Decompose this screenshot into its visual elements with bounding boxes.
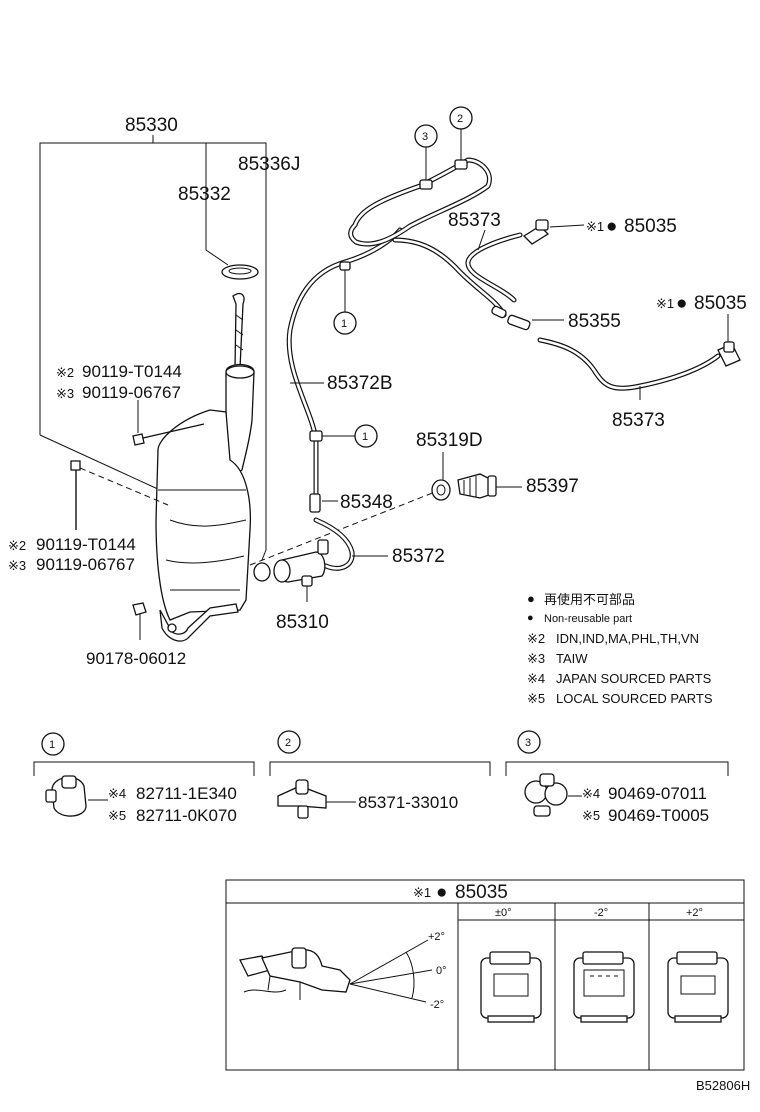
legend: ● 再使用不可部品 ● Non-reusable part ※2 IDN,IND… [527, 591, 713, 706]
label-82711-0K070[interactable]: 82711-0K070 [136, 806, 237, 825]
sensor-85397: 85397 [457, 473, 579, 499]
dot-b: ● [676, 293, 687, 314]
label-85310[interactable]: 85310 [276, 612, 329, 633]
label-90469-07011[interactable]: 90469-07011 [608, 784, 707, 803]
legend-nonreusable-en: Non-reusable part [544, 613, 632, 625]
bolt-90178: 90178-06012 [86, 602, 186, 668]
bolt-lower: ※2 90119-T0144 ※3 90119-06767 [8, 460, 136, 574]
mark-3b: ※3 [8, 558, 26, 573]
hose-upper-loop [348, 157, 492, 247]
nozzle-face-0 [480, 951, 542, 1023]
label-85355[interactable]: 85355 [568, 311, 621, 332]
detail-2-callout: 2 [285, 737, 291, 749]
legend-note-4: JAPAN SOURCED PARTS [556, 671, 712, 686]
detail-1: 1 ※4 82711-1E340 ※5 82711-0K070 [33, 732, 255, 825]
legend-nonreusable-jp: 再使用不可部品 [544, 592, 635, 607]
nozzle-face-minus2 [573, 951, 635, 1023]
grommet-85319D: 85319D [416, 430, 483, 501]
label-85372B[interactable]: 85372B [327, 373, 393, 394]
clamp-callout-2: 2 [449, 106, 473, 170]
mark-2b: ※2 [8, 538, 26, 553]
legend-note-3: TAIW [556, 651, 588, 666]
detail-2: 2 85371-33010 [269, 730, 491, 819]
legend-dot-1: ● [527, 591, 535, 606]
diagram-ref-code: B52806H [696, 1078, 750, 1093]
table-mark-1: ※1 [413, 885, 431, 900]
label-85373-upper[interactable]: 85373 [448, 210, 501, 231]
callout-1a: 1 [341, 318, 347, 330]
connector-85348: 85348 [309, 492, 393, 513]
label-90178-06012[interactable]: 90178-06012 [86, 649, 186, 668]
label-90119-06767-a[interactable]: 90119-06767 [82, 383, 181, 402]
label-90119-T0144-b[interactable]: 90119-T0144 [36, 535, 136, 554]
label-90469-T0005[interactable]: 90469-T0005 [608, 806, 709, 825]
label-82711-1E340[interactable]: 82711-1E340 [136, 784, 237, 803]
mark-2a: ※2 [56, 365, 74, 380]
legend-mark-4: ※4 [527, 671, 545, 686]
nozzle-angle-table: ※1 ● 85035 ±0° -2° +2° +2° 0° -2° [225, 879, 745, 1071]
label-85371-33010[interactable]: 85371-33010 [358, 793, 458, 812]
cap-85332: 85332 [178, 143, 259, 280]
detail-3-callout: 3 [525, 737, 531, 749]
detail-3: 3 ※4 90469-07011 ※5 90469-T0005 [505, 730, 729, 825]
nozzle-85035-lower: ※1 ● 85035 [656, 293, 747, 367]
label-85035-lower[interactable]: 85035 [694, 293, 747, 314]
clamp-callout-3: 3 [414, 124, 438, 190]
legend-note-5: LOCAL SOURCED PARTS [556, 691, 713, 706]
clamp-callout-1-upper: 1 [333, 261, 357, 335]
bolt-upper: ※2 90119-T0144 ※3 90119-06767 [56, 362, 205, 446]
detail-3-mark-5: ※5 [582, 808, 600, 823]
hose-85372B [286, 227, 403, 503]
detail-1-mark-5: ※5 [108, 808, 126, 823]
nozzle-85035-upper: ※1 ● 85035 [522, 216, 677, 245]
callout-1b: 1 [362, 431, 368, 443]
legend-mark-5: ※5 [527, 691, 545, 706]
hose-85373-upper [392, 232, 523, 318]
label-85330[interactable]: 85330 [125, 115, 178, 136]
dot-a: ● [606, 216, 617, 237]
angle-minus2: -2° [430, 999, 444, 1011]
label-90119-T0144-a[interactable]: 90119-T0144 [82, 362, 182, 381]
hose-85372 [313, 517, 355, 571]
table-title[interactable]: 85035 [455, 882, 508, 903]
pump-85310: 85310 [253, 539, 329, 633]
clamp-callout-1-lower: 1 [309, 424, 378, 448]
label-85332[interactable]: 85332 [178, 184, 231, 205]
label-85373-lower[interactable]: 85373 [612, 410, 665, 431]
nozzle-face-plus2 [667, 951, 729, 1023]
label-85336J[interactable]: 85336J [238, 154, 300, 175]
hose-85373-lower [537, 337, 721, 391]
washer-tank [155, 292, 255, 642]
mark-1a: ※1 [586, 219, 604, 234]
col-header-0: ±0° [495, 907, 512, 919]
legend-dot-2: ● [527, 612, 534, 624]
angle-plus2: +2° [428, 931, 445, 943]
legend-mark-2: ※2 [527, 631, 545, 646]
detail-1-callout: 1 [49, 739, 55, 751]
col-header-plus2: +2° [686, 907, 703, 919]
mark-3a: ※3 [56, 386, 74, 401]
detail-3-mark-4: ※4 [582, 786, 600, 801]
label-85397[interactable]: 85397 [526, 476, 579, 497]
callout-2: 2 [457, 113, 463, 125]
label-90119-06767-b[interactable]: 90119-06767 [36, 555, 135, 574]
col-header-minus2: -2° [594, 907, 608, 919]
angle-0: 0° [436, 965, 447, 977]
label-85348[interactable]: 85348 [340, 492, 393, 513]
bracket-85330: 85330 [39, 115, 267, 561]
detail-1-mark-4: ※4 [108, 786, 126, 801]
legend-mark-3: ※3 [527, 651, 545, 666]
joint-85355: 85355 [491, 305, 621, 332]
table-dot: ● [436, 882, 447, 903]
mark-1b: ※1 [656, 296, 674, 311]
label-85372[interactable]: 85372 [392, 546, 445, 567]
legend-note-2: IDN,IND,MA,PHL,TH,VN [556, 631, 699, 646]
label-85319D[interactable]: 85319D [416, 430, 483, 451]
callout-3: 3 [422, 131, 428, 143]
label-85035-upper[interactable]: 85035 [624, 216, 677, 237]
